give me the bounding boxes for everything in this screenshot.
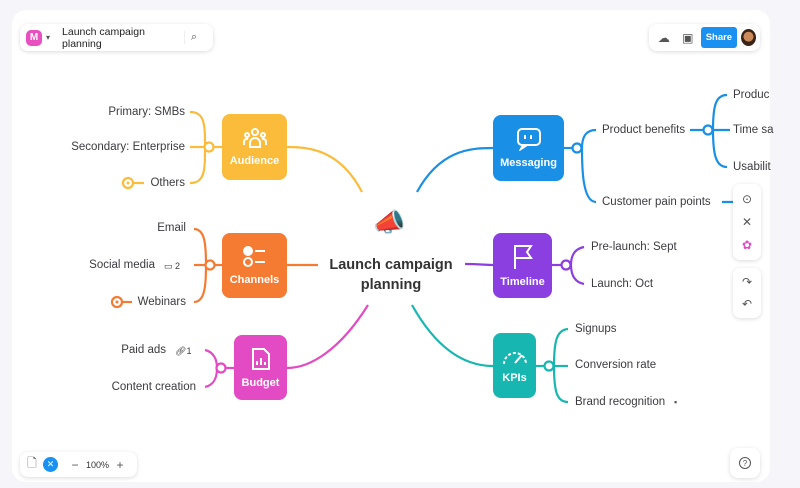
node-channels[interactable]: Channels (222, 233, 287, 298)
history-tools: ↷ ↶ (733, 268, 761, 318)
node-label: Channels (229, 273, 280, 286)
central-topic-line1: Launch campaign (329, 257, 453, 273)
zoom-level: 100% (86, 459, 110, 470)
app-logo[interactable]: M (26, 29, 42, 46)
node-label: KPIs (502, 371, 527, 384)
central-topic[interactable]: Launch campaign planning (318, 255, 464, 295)
node-kpis[interactable]: KPIs (493, 333, 536, 398)
layout-icon[interactable]: ✕ (741, 214, 753, 229)
zoom-out-button[interactable]: − (71, 457, 79, 472)
color-palette-icon[interactable]: ✿ (741, 237, 753, 252)
topic-webinars[interactable]: Webinars (137, 296, 186, 308)
topic-benefit-3[interactable]: Usabilit (733, 161, 771, 173)
top-right-toolbar: ☁ ▣ Share (649, 24, 760, 51)
node-messaging[interactable]: Messaging (493, 115, 564, 181)
zoom-in-button[interactable]: + (116, 457, 124, 472)
link-count: 1 (186, 346, 192, 356)
topic-secondary-enterprise[interactable]: Secondary: Enterprise (71, 141, 185, 153)
link-icon: 🔗︎ (175, 346, 187, 356)
topic-product-benefits[interactable]: Product benefits (602, 124, 686, 136)
comment-badge[interactable]: ▭ 2 (164, 259, 180, 273)
topic-content-creation[interactable]: Content creation (111, 381, 196, 393)
topic-launch[interactable]: Launch: Oct (591, 278, 654, 290)
checklist-icon (242, 245, 265, 267)
people-icon (242, 128, 267, 148)
mindmap-canvas[interactable] (12, 10, 770, 482)
topic-others[interactable]: Others (150, 177, 185, 189)
node-label: Messaging (500, 157, 557, 169)
board-title[interactable]: Launch campaign planning (62, 25, 145, 50)
flag-icon (513, 244, 533, 269)
mindmap-view-icon[interactable]: ✕ (43, 457, 58, 472)
node-label: Timeline (500, 275, 545, 288)
comment-icon: ▭ (164, 261, 173, 271)
share-button[interactable]: Share (700, 27, 738, 48)
node-tools: ⊙ ✕ ✿ (733, 184, 761, 260)
topic-brand-recognition[interactable]: Brand recognition (575, 396, 666, 408)
note-icon[interactable]: ▪ (674, 397, 678, 407)
avatar[interactable] (741, 29, 756, 46)
search-icon[interactable]: ⌕ (184, 31, 197, 44)
topic-signups[interactable]: Signups (575, 323, 617, 335)
help-icon: ? (739, 457, 751, 469)
gauge-icon (502, 351, 527, 364)
topic-conversion-rate[interactable]: Conversion rate (575, 359, 657, 371)
topic-social-media[interactable]: Social media (89, 259, 155, 271)
node-label: Budget (241, 376, 280, 389)
undo-icon[interactable]: ↶ (741, 297, 753, 311)
topic-paid-ads[interactable]: Paid ads (121, 344, 166, 356)
node-audience[interactable]: Audience (222, 114, 287, 180)
report-icon (251, 347, 270, 370)
topic-benefit-1[interactable]: Produc (733, 89, 770, 101)
add-topic-icon[interactable]: ⊙ (741, 192, 753, 207)
page-icon[interactable]: 🗋 (27, 456, 37, 470)
cloud-upload-icon[interactable]: ☁ (657, 30, 670, 45)
node-timeline[interactable]: Timeline (493, 233, 552, 298)
chevron-down-icon[interactable]: ▾ (46, 33, 51, 42)
topic-pre-launch[interactable]: Pre-launch: Sept (591, 241, 677, 253)
board-toolbar: M ▾ Launch campaign planning ⌕ (20, 24, 213, 51)
link-badge[interactable]: 🔗︎1 (175, 344, 191, 358)
megaphone-icon: 📣 (373, 207, 406, 237)
zoom-toolbar: 🗋 ✕ − 100% + (20, 452, 137, 477)
node-budget[interactable]: Budget (234, 335, 287, 400)
topic-primary-smbs[interactable]: Primary: SMBs (108, 106, 185, 118)
topic-benefit-2[interactable]: Time sa (733, 124, 774, 136)
present-icon[interactable]: ▣ (682, 30, 694, 45)
central-topic-line2: planning (360, 277, 422, 293)
topic-customer-pain-points[interactable]: Customer pain points (602, 196, 711, 208)
topic-email[interactable]: Email (157, 222, 186, 234)
redo-icon[interactable]: ↷ (741, 275, 753, 289)
node-label: Audience (229, 155, 280, 167)
comment-count: 2 (175, 261, 181, 271)
help-button[interactable]: ? (730, 448, 760, 478)
quote-bubble-icon (516, 128, 541, 151)
